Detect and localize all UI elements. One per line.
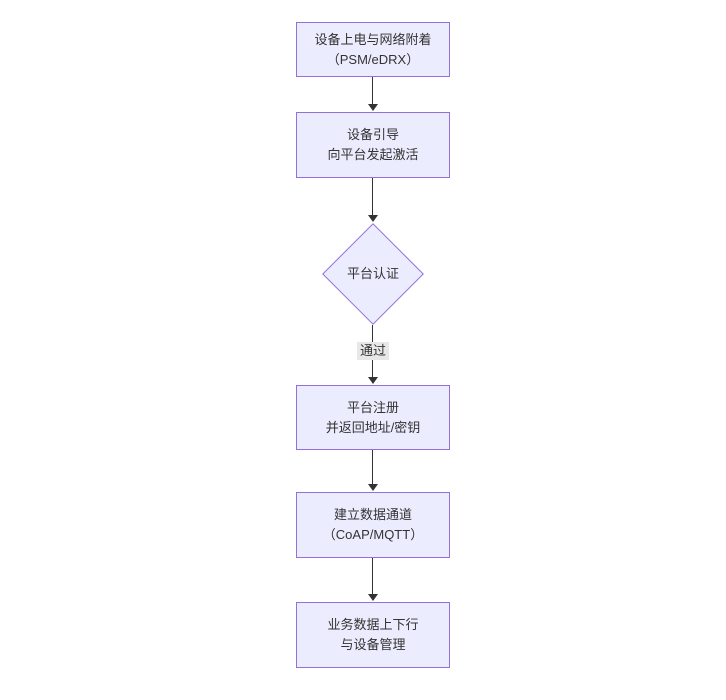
node-label-line: 平台认证 — [346, 266, 399, 281]
node-label-line: 并返回地址/密钥 — [325, 419, 421, 435]
node-power-attach: 设备上电与网络附着 （PSM/eDRX） — [296, 22, 450, 77]
node-business-data: 业务数据上下行 与设备管理 — [296, 602, 450, 668]
node-data-channel: 建立数据通道 （CoAP/MQTT） — [296, 492, 450, 558]
arrowhead-down-icon — [368, 377, 378, 384]
flow-edge-line — [372, 558, 373, 595]
flow-edge-line — [372, 178, 373, 216]
node-bootstrap: 设备引导 向平台发起激活 — [296, 112, 450, 178]
arrowhead-down-icon — [368, 104, 378, 111]
flow-edge-line — [372, 450, 373, 485]
node-label-line: 向平台发起激活 — [327, 147, 419, 162]
node-label-line: 业务数据上下行 — [327, 617, 419, 632]
node-label-line: 设备引导 — [346, 127, 399, 142]
edge-label-pass: 通过 — [356, 342, 390, 360]
arrowhead-down-icon — [368, 484, 378, 491]
node-label-line: 设备上电与网络附着 — [314, 31, 432, 47]
flow-edge-line — [372, 77, 373, 105]
node-label-line: （PSM/eDRX） — [326, 51, 420, 67]
node-platform-register: 平台注册 并返回地址/密钥 — [296, 385, 450, 450]
arrowhead-down-icon — [368, 215, 378, 222]
arrowhead-down-icon — [368, 594, 378, 601]
node-label-line: （CoAP/MQTT） — [322, 527, 424, 542]
node-label-line: 建立数据通道 — [333, 507, 412, 522]
node-label-line: 与设备管理 — [340, 637, 406, 652]
node-label-line: 平台注册 — [346, 399, 399, 415]
